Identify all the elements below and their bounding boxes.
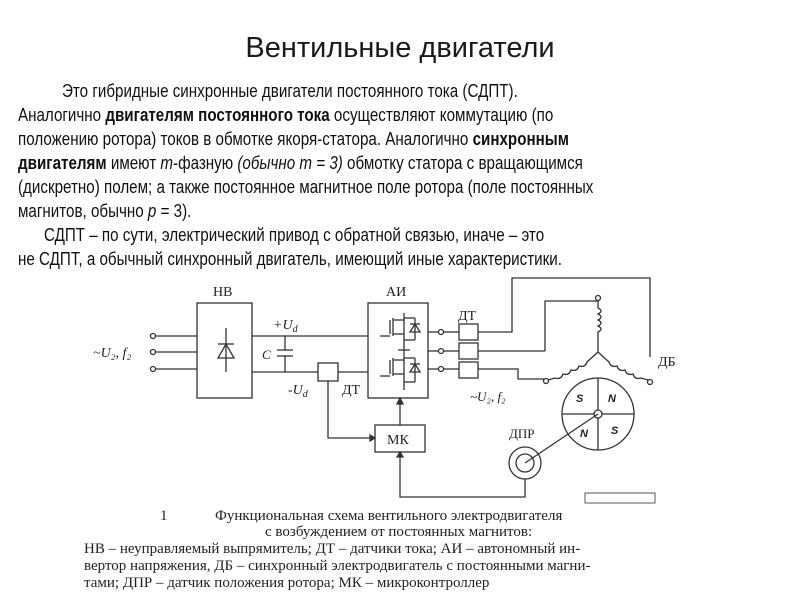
plus-ud-label: +Ud	[273, 318, 299, 335]
figure-number: 1	[160, 508, 168, 524]
input-terminals	[149, 332, 197, 373]
pole-n: N	[608, 393, 617, 405]
text-line: Аналогично двигателям постоянного тока о…	[18, 104, 554, 125]
output-voltage-label: ~U₂, f₂	[470, 389, 506, 404]
pole-s: S	[576, 393, 584, 405]
stator-winding-icon	[542, 294, 654, 386]
pole-n: N	[580, 428, 589, 440]
slide-title: Вентильные двигатели	[245, 32, 555, 64]
dt-ac-label: ДТ	[458, 309, 477, 324]
text-line: (дискретно) полем; а также постоянное ма…	[18, 176, 594, 197]
text-line: Это гибридные синхронные двигатели посто…	[62, 80, 518, 101]
rectifier-block	[196, 302, 253, 399]
db-label: ДБ	[658, 355, 676, 370]
output-terminals	[428, 328, 459, 373]
capacitor-icon	[277, 336, 293, 372]
text-line: магнитов, обычно p = 3).	[18, 200, 192, 221]
transistor-icon	[380, 313, 422, 390]
capacitor-label: C	[262, 347, 271, 362]
current-sensors-ac	[458, 323, 479, 379]
dt-label: ДТ	[342, 383, 361, 398]
legend-line: вертор напряжения, ДБ – синхронный элект…	[84, 558, 591, 574]
input-voltage-label: ~U₂, f₂	[93, 346, 131, 361]
current-sensor-dc	[317, 362, 339, 382]
ai-label: АИ	[386, 285, 406, 300]
text-line: не СДПТ, а обычный синхронный двигатель,…	[18, 248, 562, 269]
pole-s: S	[611, 425, 619, 437]
dpr-label: ДПР	[509, 426, 535, 441]
legend-line: НВ – неуправляемый выпрямитель; ДТ – дат…	[84, 541, 581, 557]
text-line: СДПТ – по сути, электрический привод с о…	[44, 224, 545, 245]
diode-icon	[216, 328, 236, 372]
legend-line: тами; ДПР – датчик положения ротора; МК …	[84, 575, 490, 591]
text-line: положению ротора) токов в обмотке якоря-…	[18, 128, 569, 149]
caption-line: с возбуждением от постоянных магнитов:	[265, 524, 533, 540]
caption-line: Функциональная схема вентильного электро…	[215, 508, 563, 524]
mk-label: МК	[387, 433, 409, 448]
position-sensor-icon	[508, 413, 599, 480]
minus-ud-label: -Ud	[288, 383, 309, 400]
nv-label: НВ	[213, 285, 232, 300]
text-line: двигателям имеют m-фазную (обычно m = 3)…	[18, 152, 583, 173]
